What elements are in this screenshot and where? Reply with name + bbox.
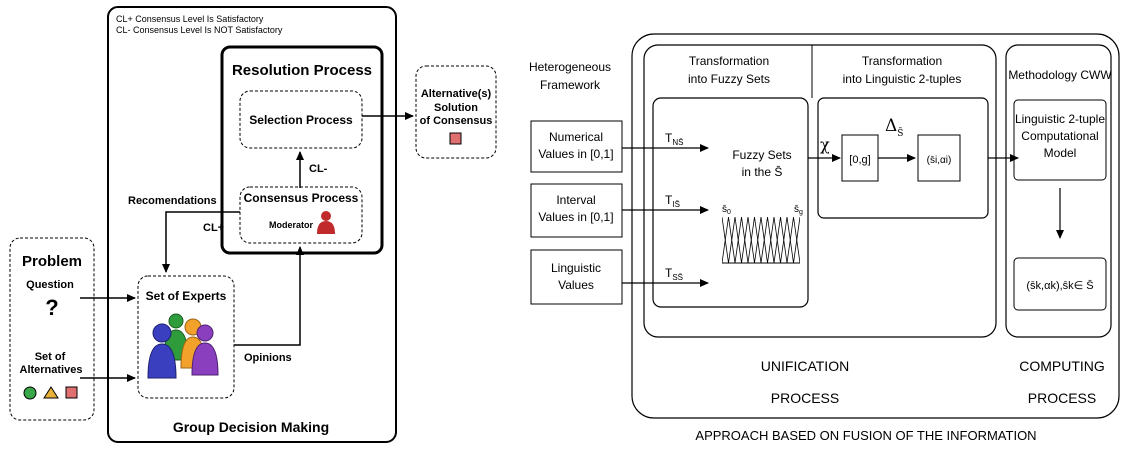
model-line-2: Computational	[1021, 129, 1098, 143]
computing-line-1: COMPUTING	[1019, 358, 1105, 374]
linguistic-input-line-2: Values	[558, 278, 594, 292]
numerical-input-box	[530, 120, 623, 173]
transform-fuzzy-line-1: Transformation	[689, 54, 769, 68]
fuzzy-membership-triangle	[741, 216, 755, 264]
unification-line-1: UNIFICATION	[761, 358, 849, 374]
interval-input-line-2: Values in [0,1]	[538, 210, 613, 224]
moderator-label: Moderator	[269, 220, 314, 230]
result-label: (s̄k,αk),s̄k∈ S̄	[1026, 279, 1093, 292]
chi-symbol: χ	[820, 135, 830, 154]
group-decision-diagram: CL+ Consensus Level Is Satisfactory CL- …	[9, 6, 497, 443]
question-mark-icon: ?	[45, 295, 58, 320]
fuzzy-membership-triangle	[747, 216, 762, 264]
legend-cl-minus: CL- Consensus Level Is NOT Satisfactory	[116, 25, 283, 35]
tuple-label: (s̄i,αi)	[927, 155, 952, 166]
sg-label: s̄g	[794, 204, 803, 216]
fuzzy-membership-triangle	[773, 216, 788, 264]
recomendations-arrow	[162, 211, 240, 273]
solution-line-2: Solution	[434, 102, 478, 114]
recomendations-label: Recomendations	[128, 195, 217, 207]
solution-square-icon	[449, 132, 462, 145]
fuzzy-membership-triangle	[754, 216, 768, 264]
question-label: Question	[26, 279, 74, 291]
methodology-label: Methodology CWW	[1008, 68, 1112, 82]
alternative-triangle-icon	[43, 386, 59, 399]
numerical-input-line-2: Values in [0,1]	[538, 147, 613, 161]
numerical-input-line-1: Numerical	[549, 130, 603, 144]
fuzzy-membership-triangle	[722, 216, 729, 264]
t-is-label: TIS̄	[665, 193, 680, 209]
set-of-label: Set of	[35, 351, 66, 363]
t-ns-label: TNS̄	[665, 131, 683, 147]
fusion-approach-frame	[631, 33, 1120, 419]
approach-title: APPROACH BASED ON FUSION OF THE INFORMAT…	[695, 428, 1036, 443]
legend-cl-plus: CL+ Consensus Level Is Satisfactory	[116, 14, 264, 24]
interval-0g-label: [0,g]	[849, 154, 870, 166]
heterogeneous-line-2: Framework	[540, 78, 601, 92]
fuzzy-membership-triangle	[760, 216, 775, 264]
model-line-1: Linguistic 2-tuple	[1015, 112, 1105, 126]
tuple-box	[917, 134, 961, 182]
computational-model-box	[1013, 99, 1107, 181]
solution-line-1: Alternative(s)	[421, 88, 492, 100]
solution-box	[415, 65, 497, 159]
problem-box	[9, 237, 95, 421]
set-of-experts-label: Set of Experts	[146, 289, 227, 303]
model-line-3: Model	[1044, 146, 1077, 160]
interval-input-line-1: Interval	[556, 193, 595, 207]
fuzzy-membership-triangle	[734, 216, 749, 264]
delta-symbol: ΔS̄	[885, 116, 903, 139]
consensus-process-box	[239, 186, 363, 244]
fuzzy-sets-triangles	[722, 216, 800, 264]
linguistic-input-box	[530, 249, 623, 305]
fusion-approach-diagram: APPROACH BASED ON FUSION OF THE INFORMAT…	[529, 33, 1120, 443]
result-box	[1013, 257, 1107, 311]
computing-line-2: PROCESS	[1028, 390, 1096, 406]
transform-ling-line-1: Transformation	[862, 54, 942, 68]
fuzzy-membership-triangle	[728, 216, 742, 264]
fuzzy-membership-triangle	[780, 216, 794, 264]
alternative-square-icon	[65, 386, 78, 399]
linguistic-input-line-1: Linguistic	[551, 261, 601, 275]
opinions-arrow	[234, 246, 304, 346]
fuzzy-sets-box	[652, 97, 809, 308]
alternatives-label: Alternatives	[20, 364, 83, 376]
group-decision-title: Group Decision Making	[173, 419, 329, 435]
fuzzy-sets-line-1: Fuzzy Sets	[732, 148, 791, 162]
s0-label: s̄0	[722, 204, 731, 216]
cl-plus-label: CL+	[203, 222, 224, 234]
resolution-process-title: Resolution Process	[232, 62, 372, 79]
fuzzy-membership-triangle	[793, 216, 800, 264]
unification-line-2: PROCESS	[771, 390, 839, 406]
selection-process-label: Selection Process	[249, 113, 353, 127]
fuzzy-sets-line-2: in the S̄	[742, 165, 783, 179]
unification-process-box	[643, 44, 997, 338]
moderator-icon	[317, 211, 335, 234]
t-ss-label: TSS̄	[665, 266, 683, 282]
problem-title: Problem	[22, 253, 82, 270]
transform-fuzzy-line-2: into Fuzzy Sets	[688, 72, 770, 86]
fuzzy-membership-triangle	[786, 216, 800, 264]
solution-line-3: of Consensus	[420, 115, 493, 127]
cl-minus-label: CL-	[309, 163, 328, 175]
opinions-label: Opinions	[244, 352, 292, 364]
consensus-process-label: Consensus Process	[244, 191, 359, 205]
fuzzy-membership-triangle	[767, 216, 781, 264]
fuzzy-membership-triangle	[722, 216, 736, 264]
experts-icon	[147, 313, 219, 379]
group-decision-frame	[107, 6, 397, 443]
selection-process-box	[239, 90, 363, 149]
alternative-circle-icon	[23, 386, 37, 400]
set-of-experts-box	[137, 275, 235, 399]
computing-process-box	[1005, 44, 1112, 338]
transform-ling-line-2: into Linguistic 2-tuples	[843, 72, 962, 86]
heterogeneous-line-1: Heterogeneous	[529, 60, 611, 74]
